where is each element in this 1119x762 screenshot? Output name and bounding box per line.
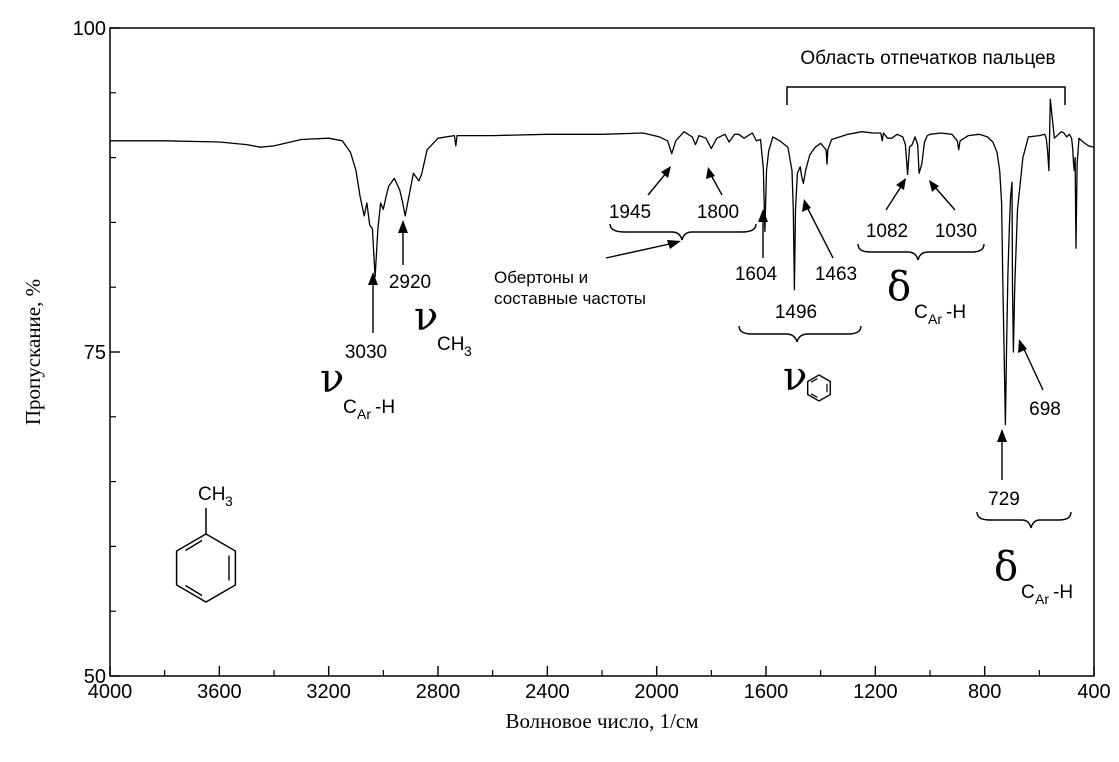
x-tick-label: 2400: [525, 681, 570, 703]
y-tick-label: 50: [84, 666, 106, 688]
peak-1800-annotation: 1800: [697, 167, 739, 223]
y-tick-label: 100: [73, 18, 106, 40]
nu-c-ar-h-label: ν C Ar -H: [320, 356, 395, 422]
peak-1604-label: 1604: [735, 264, 778, 285]
svg-text:C: C: [343, 397, 357, 418]
methyl-label: CH: [198, 484, 225, 505]
benzene-ring-icon: [806, 374, 832, 402]
x-tick-label: 2000: [634, 681, 679, 703]
peak-1082-label: 1082: [866, 221, 908, 242]
x-tick-label: 2800: [416, 681, 461, 703]
in-plane-bend-brace: δ C Ar -H: [857, 243, 985, 327]
svg-text:C: C: [1021, 582, 1035, 603]
x-tick-label: 400: [1077, 681, 1110, 703]
fingerprint-region-label: Область отпечатков пальцев: [800, 48, 1055, 69]
overtones-brace: Обертоны и составные частоты: [494, 223, 757, 308]
x-tick-label: 1600: [744, 681, 789, 703]
svg-text:Ar: Ar: [357, 406, 371, 422]
fingerprint-region-bracket: Область отпечатков пальцев: [786, 48, 1066, 105]
plot-frame: [109, 27, 1095, 677]
x-tick-label: 1200: [853, 681, 898, 703]
svg-text:3: 3: [464, 343, 472, 359]
peak-698-label: 698: [1029, 399, 1061, 420]
x-axis-title: Волновое число, 1/см: [505, 709, 698, 733]
peak-2920-label: 2920: [389, 272, 431, 293]
out-of-plane-bend-brace: δ C Ar -H: [976, 511, 1073, 607]
peak-1604-annotation: 1604: [735, 209, 778, 285]
peak-1496-label: 1496: [775, 302, 817, 323]
svg-text:-H: -H: [1053, 582, 1073, 603]
svg-text:ν: ν: [320, 356, 344, 402]
y-axis-title: Пропускание, %: [21, 279, 45, 425]
toluene-structure-icon: CH 3: [175, 484, 237, 603]
peak-1463-annotation: 1463: [802, 199, 857, 285]
peak-729-label: 729: [988, 489, 1020, 510]
peak-1082-annotation: 1082: [866, 178, 908, 242]
y-tick-label: 75: [84, 342, 106, 364]
svg-text:-H: -H: [375, 397, 395, 418]
peak-1463-label: 1463: [815, 264, 857, 285]
overtones-label-line1: Обертоны и: [494, 268, 588, 287]
svg-text:-H: -H: [946, 302, 966, 323]
peak-2920-annotation: 2920: [389, 220, 431, 293]
peak-3030-label: 3030: [345, 342, 387, 363]
x-tick-label: 3200: [306, 681, 351, 703]
peak-1800-label: 1800: [697, 202, 739, 223]
x-tick-label: 3600: [197, 681, 242, 703]
svg-text:CH: CH: [437, 334, 464, 355]
svg-text:ν: ν: [414, 294, 438, 340]
x-tick-label: 800: [968, 681, 1001, 703]
peak-1945-annotation: 1945: [609, 166, 671, 223]
peak-1030-annotation: 1030: [929, 180, 977, 242]
svg-text:3: 3: [225, 493, 233, 509]
axis-ticks: 4000 3600 3200 2800 2400 2000 1600 1200 800 400 50…: [73, 18, 1111, 703]
nu-ch3-label: ν CH 3: [414, 294, 472, 359]
x-tick-label: 4000: [88, 681, 133, 703]
peak-729-annotation: 729: [988, 429, 1020, 510]
svg-text:C: C: [914, 302, 928, 323]
svg-text:Ar: Ar: [1035, 591, 1049, 607]
nu-ring-label: ν: [783, 354, 807, 400]
delta-c-ar-h-label-upper: δ: [887, 264, 911, 310]
overtones-label-line2: составные частоты: [494, 289, 646, 308]
peak-3030-annotation: 3030: [345, 272, 387, 363]
peak-1945-label: 1945: [609, 202, 651, 223]
peak-1030-label: 1030: [935, 221, 977, 242]
svg-text:Ar: Ar: [928, 311, 942, 327]
delta-c-ar-h-label-lower: δ: [994, 544, 1018, 590]
ring-stretch-brace: 1496 ν: [738, 302, 862, 402]
spectrum-series-line: [110, 98, 1095, 426]
peak-698-annotation: 698: [1018, 339, 1061, 420]
